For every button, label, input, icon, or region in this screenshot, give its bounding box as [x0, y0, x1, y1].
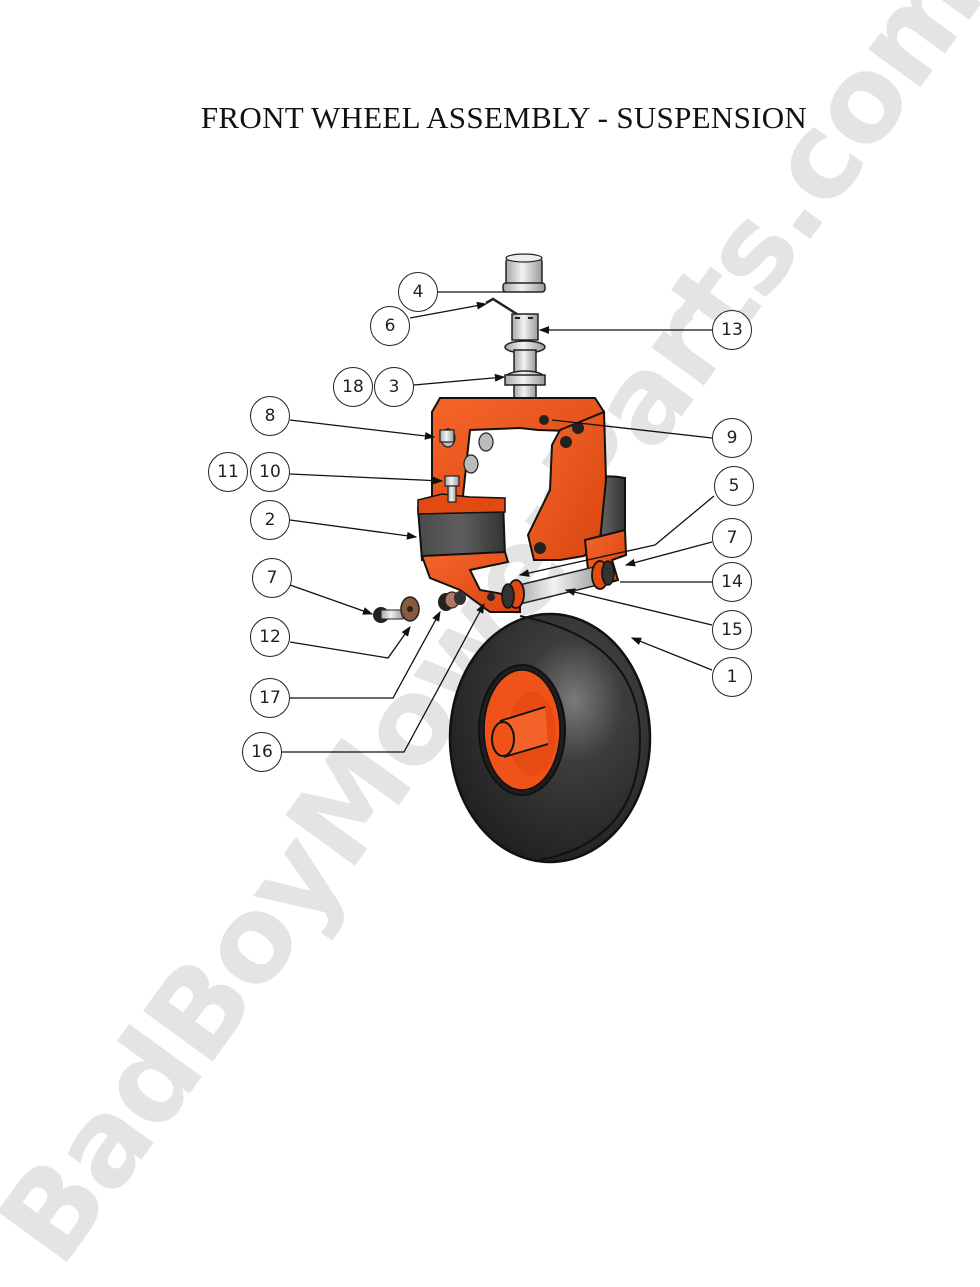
callout-7-left[interactable]: 7 [252, 558, 292, 598]
callout-label: 18 [342, 377, 364, 397]
callout-12[interactable]: 12 [250, 617, 290, 657]
callout-label: 17 [259, 688, 281, 708]
callout-18[interactable]: 18 [333, 367, 373, 407]
callout-label: 16 [251, 742, 273, 762]
cotter-pin-part [485, 297, 521, 318]
callout-label: 14 [721, 572, 743, 592]
callout-15[interactable]: 15 [712, 610, 752, 650]
callout-label: 8 [264, 406, 276, 426]
callout-label: 9 [726, 428, 738, 448]
bushing-part [438, 591, 466, 611]
frame-bolt-part [439, 429, 455, 443]
callout-label: 2 [264, 510, 276, 530]
callout-label: 7 [266, 568, 278, 588]
callout-1[interactable]: 1 [712, 657, 752, 697]
callout-3[interactable]: 3 [374, 367, 414, 407]
arm-nut-part [487, 593, 495, 601]
callout-label: 13 [721, 320, 743, 340]
callout-2[interactable]: 2 [250, 500, 290, 540]
axle-shaft-part [501, 560, 615, 609]
page-title: FRONT WHEEL ASSEMBLY - SUSPENSION [200, 100, 808, 135]
callout-label: 4 [412, 282, 424, 302]
callout-label: 3 [388, 377, 400, 397]
axle-bolt-left-part [373, 607, 404, 623]
callout-label: 1 [726, 667, 738, 687]
callout-label: 6 [384, 316, 396, 336]
callout-label: 15 [721, 620, 743, 640]
callout-4[interactable]: 4 [398, 272, 438, 312]
callout-9[interactable]: 9 [712, 418, 752, 458]
callout-6[interactable]: 6 [370, 306, 410, 346]
callout-label: 11 [217, 462, 239, 482]
wheel-tire-part [448, 612, 652, 864]
mount-bolt-part [444, 475, 460, 503]
callout-10[interactable]: 10 [250, 452, 290, 492]
callout-8[interactable]: 8 [250, 396, 290, 436]
callout-label: 7 [726, 528, 738, 548]
callout-label: 12 [259, 627, 281, 647]
dust-cap-part [502, 253, 546, 293]
callout-7-right[interactable]: 7 [712, 518, 752, 558]
callout-label: 5 [728, 476, 740, 496]
callout-13[interactable]: 13 [712, 310, 752, 350]
spindle-stack-part [504, 313, 546, 408]
callout-16[interactable]: 16 [242, 732, 282, 772]
leader-lines [282, 291, 715, 753]
callout-5[interactable]: 5 [714, 466, 754, 506]
callout-14[interactable]: 14 [712, 562, 752, 602]
callout-label: 10 [259, 462, 281, 482]
callout-11[interactable]: 11 [208, 452, 248, 492]
callout-17[interactable]: 17 [250, 678, 290, 718]
